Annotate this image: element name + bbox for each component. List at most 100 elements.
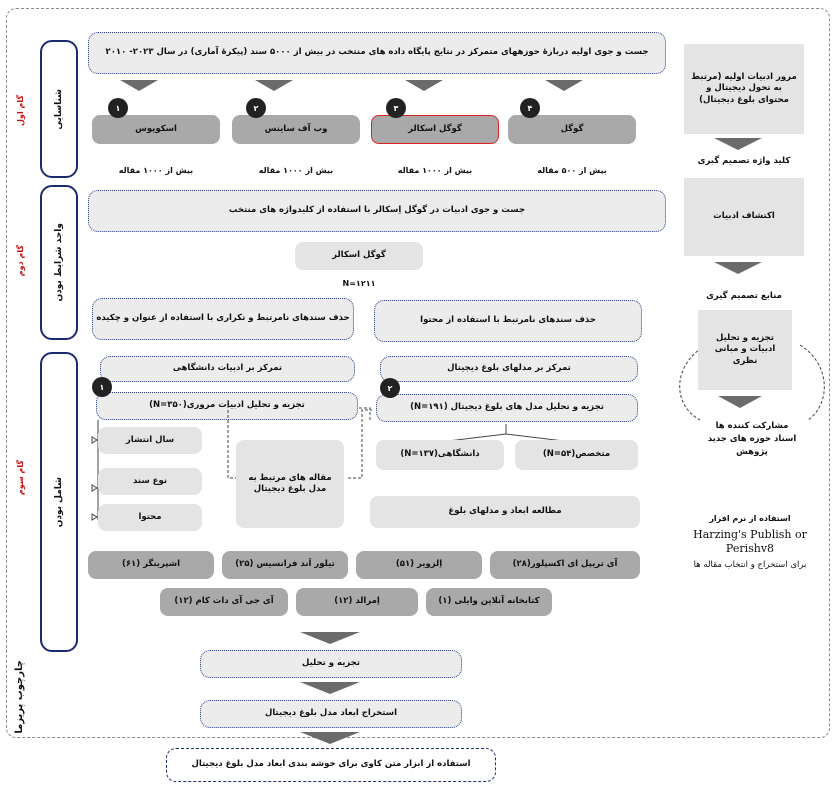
criteria-year-text: سال انتشار <box>125 434 175 445</box>
software-intro-label: استفاده از نرم افزار <box>709 514 791 523</box>
database-wos-count: بیش از ۱۰۰۰ مقاله <box>258 166 334 175</box>
review-analysis-box: تجزیه و تحلیل ادبیات مروری(N=۳۵۰) <box>96 392 358 420</box>
software-purpose-label: برای استخراج و انتخاب مقاله ها <box>693 560 807 570</box>
publisher-tf-text: تیلور اَند فرانسیس (۲۵) <box>235 559 335 570</box>
analysis-text: تجزیه و تحلیل <box>302 658 360 669</box>
outer-frame <box>6 8 830 738</box>
arrow-down <box>300 732 360 744</box>
arrow-down <box>718 396 762 408</box>
publisher-ieee-text: آی تریپل ای اکسپلور(۲۸) <box>512 559 618 570</box>
publisher-springer-text: اشپرینگر (۶۱) <box>121 559 181 570</box>
keyword-decision-label: کلید واژه تصمیم گیری <box>697 156 791 166</box>
text-mining-box: استفاده از ابزار متن کاوی برای خوشه بندی… <box>166 748 496 782</box>
arrow-down <box>255 80 293 91</box>
number-badge-2: ۲ <box>380 378 400 398</box>
initial-search-box: جست و جوی اولیه دربارهٔ حوزههای متمرکز د… <box>88 32 666 74</box>
expert-text: متخصص(N=۵۴) <box>542 449 611 460</box>
criteria-content: محتوا <box>98 504 202 531</box>
database-scopus-count: بیش از ۱۰۰۰ مقاله <box>118 166 194 175</box>
database-wos-label: وب آف ساینس <box>264 123 328 134</box>
maturity-study-text: مطالعه ابعاد و مدلهای بلوغ <box>448 506 562 517</box>
database-gs-label: گوگل اسکالر <box>408 123 462 134</box>
arrow-down <box>714 138 762 150</box>
criteria-publication-year: سال انتشار <box>98 427 202 454</box>
maturity-study-box: مطالعه ابعاد و مدلهای بلوغ <box>370 496 640 528</box>
software-name-label: Harzing's Publish or Perishv8 <box>693 528 807 556</box>
publisher-elsevier: اِلزویر (۵۱) <box>356 551 482 579</box>
remove-title-abstract-text: حذف سندهای نامرتبط و تکراری با استفاده ا… <box>96 313 350 324</box>
remove-title-abstract-box: حذف سندهای نامرتبط و تکراری با استفاده ا… <box>92 298 354 340</box>
number-badge-1: ۱ <box>108 98 128 118</box>
remove-content-text: حذف سندهای نامرتبط با استفاده از محتوا <box>420 315 596 326</box>
stage-inclusion-label: شامل بودن <box>54 476 64 528</box>
initial-search-text: جست و جوی اولیه دربارهٔ حوزههای متمرکز د… <box>105 47 649 58</box>
literature-discovery-box: اکتشاف ادبیات <box>684 178 804 256</box>
focus-models-text: تمرکز بر مدلهای بلوغ دیجیتال <box>447 363 571 374</box>
initial-review-text: مرور ادبیات اولیه (مرتبط به تحول دیجیتال… <box>691 71 797 105</box>
stage-identification-box: شناسایی <box>40 40 78 178</box>
arrow-down <box>714 262 762 274</box>
analysis-theory-box: تجزیه و تحلیل ادبیات و مبانی نظری <box>698 310 792 390</box>
stage-eligibility-label: واجد شرایط بودن <box>54 223 64 302</box>
google-scholar-box: گوگل اسکالر <box>295 242 423 270</box>
criteria-content-text: محتوا <box>138 511 162 522</box>
criteria-type-text: نوع سند <box>132 475 168 486</box>
extract-dimensions-box: استخراج ابعاد مدل بلوغ دیجیتال <box>200 700 462 728</box>
database-scopus-label: اسکوپوس <box>135 123 177 134</box>
criteria-document-type: نوع سند <box>98 468 202 495</box>
review-analysis-text: تجزیه و تحلیل ادبیات مروری(N=۳۵۰) <box>149 400 305 411</box>
n-total: N=۱۲۱۱ <box>342 279 376 288</box>
academic-text: دانشگاهی(N=۱۳۷) <box>400 449 480 460</box>
focus-academic-box: تمرکز بر ادبیات دانشگاهی <box>100 356 355 382</box>
stage-1-tag: گام اول <box>16 95 25 126</box>
number-badge-4: ۴ <box>520 98 540 118</box>
database-google: گوگل <box>508 115 636 144</box>
extract-dimensions-text: استخراج ابعاد مدل بلوغ دیجیتال <box>264 708 398 719</box>
related-articles-text: مقاله های مرتبط به مدل بلوغ دیجیتال <box>248 472 332 494</box>
prisma-framework-label: چارچوب پریزما <box>14 660 25 734</box>
database-web-of-science: وب آف ساینس <box>232 115 360 144</box>
stage-eligibility-box: واجد شرایط بودن <box>40 185 78 340</box>
publisher-ieee: آی تریپل ای اکسپلور(۲۸) <box>490 551 640 579</box>
literature-discovery-text: اکتشاف ادبیات <box>713 211 775 222</box>
number-badge-3: ۳ <box>386 98 406 118</box>
publisher-wiley: کتابخانه آنلاین وایلی (۱) <box>426 588 552 616</box>
contribution-label: مشارکت کننده ها اسناد حوزه های جدید پژوه… <box>707 421 797 457</box>
arrow-down <box>300 682 360 694</box>
stage-identification-label: شناسایی <box>54 88 64 130</box>
arrow-down <box>545 80 583 91</box>
google-scholar-label: گوگل اسکالر <box>332 250 386 261</box>
publisher-wiley-text: کتابخانه آنلاین وایلی (۱) <box>438 596 540 607</box>
stage-2-tag: گام دوم <box>16 245 25 277</box>
database-gs-count: بیش از ۱۰۰۰ مقاله <box>397 166 473 175</box>
database-google-label: گوگل <box>560 123 584 134</box>
initial-review-box: مرور ادبیات اولیه (مرتبط به تحول دیجیتال… <box>684 44 804 134</box>
model-analysis-text: تجزیه و تحلیل مدل های بلوغ دیجیتال (N=۱۹… <box>410 402 604 413</box>
publisher-igi: آی جی آی دات کام (۱۲) <box>160 588 288 616</box>
related-articles-box: مقاله های مرتبط به مدل بلوغ دیجیتال <box>236 440 344 528</box>
stage-inclusion-box: شامل بودن <box>40 352 78 652</box>
arrow-down <box>120 80 158 91</box>
publisher-elsevier-text: اِلزویر (۵۱) <box>395 559 443 570</box>
database-google-count: بیش از ۵۰۰ مقاله <box>537 166 607 175</box>
arrow-down <box>300 632 360 644</box>
academic-box: دانشگاهی(N=۱۳۷) <box>376 440 504 470</box>
scholar-search-text: جست و جوی ادبیات در گوگل اِسکالر با استف… <box>228 205 526 216</box>
publisher-taylor-francis: تیلور اَند فرانسیس (۲۵) <box>222 551 348 579</box>
focus-models-box: تمرکز بر مدلهای بلوغ دیجیتال <box>380 356 638 382</box>
publisher-emerald: اِمرالد (۱۲) <box>296 588 418 616</box>
publisher-igi-text: آی جی آی دات کام (۱۲) <box>174 596 274 607</box>
remove-content-box: حذف سندهای نامرتبط با استفاده از محتوا <box>374 300 642 342</box>
analysis-box: تجزیه و تحلیل <box>200 650 462 678</box>
database-scopus: اسکوپوس <box>92 115 220 144</box>
sources-decision-label: منابع تصمیم گیری <box>706 291 782 301</box>
publisher-emerald-text: اِمرالد (۱۲) <box>334 596 380 607</box>
scholar-search-box: جست و جوی ادبیات در گوگل اِسکالر با استف… <box>88 190 666 232</box>
analysis-theory-text: تجزیه و تحلیل ادبیات و مبانی نظری <box>714 332 776 366</box>
arrow-down <box>405 80 443 91</box>
focus-academic-text: تمرکز بر ادبیات دانشگاهی <box>172 363 283 374</box>
expert-box: متخصص(N=۵۴) <box>515 440 638 470</box>
text-mining-text: استفاده از ابزار متن کاوی برای خوشه بندی… <box>191 759 471 770</box>
number-badge-1: ۱ <box>92 377 112 397</box>
database-google-scholar: گوگل اسکالر <box>371 115 499 144</box>
